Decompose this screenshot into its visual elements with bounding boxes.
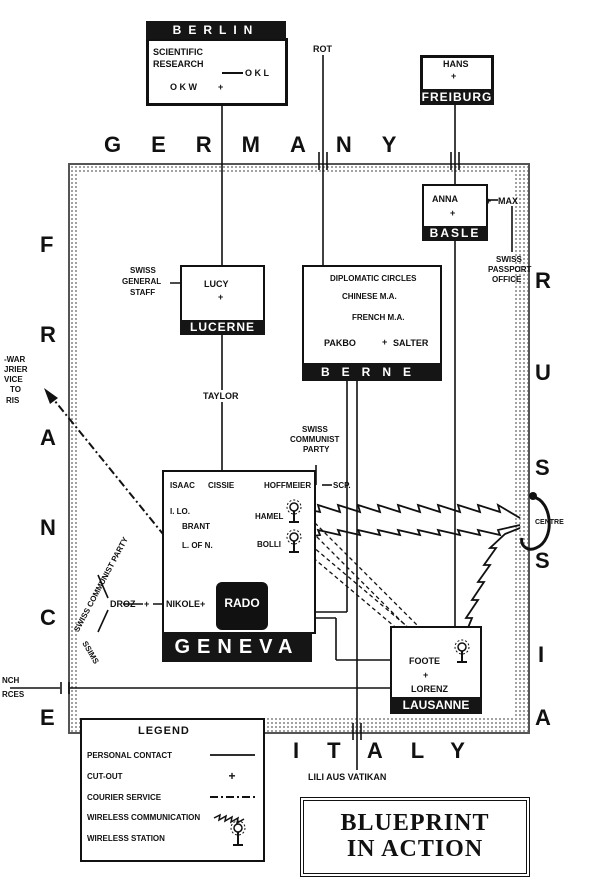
berne-box	[302, 265, 442, 365]
passport-office-3: OFFICE	[492, 275, 522, 284]
scp-label: SCP.	[333, 481, 351, 490]
geneva-banner: GENEVA	[162, 632, 312, 662]
droz-label: DROZ	[110, 599, 136, 609]
chinese-ma-label: CHINESE M.A.	[342, 292, 397, 301]
hans-label: HANS	[443, 59, 469, 69]
country-italy: ITALY	[293, 738, 493, 763]
isaac-label: ISAAC	[170, 481, 195, 490]
nikole-label: NIKOLE	[166, 599, 201, 609]
paris-partial-5: RIS	[6, 396, 20, 405]
french-forces-partial-2: RCES	[2, 690, 25, 699]
lofn-label: L. OF N.	[182, 541, 213, 550]
scientific-research-label-1: SCIENTIFIC	[153, 47, 204, 57]
lucy-label: LUCY	[204, 279, 229, 289]
paris-partial-3: VICE	[4, 375, 23, 384]
berne-banner: BERNE	[302, 363, 442, 381]
rado-label: RADO	[224, 596, 260, 610]
nikole-rado-cross: +	[200, 599, 206, 609]
legend-wireless-station: WIRELESS STATION	[87, 834, 165, 843]
country-france-a: A	[40, 425, 56, 450]
bolli-label: BOLLI	[257, 540, 281, 549]
general-staff-2: GENERAL	[122, 277, 162, 286]
legend-courier-service: COURIER SERVICE	[87, 793, 162, 802]
anna-max-cross: +	[486, 196, 492, 206]
legend-cut-out: CUT-OUT	[87, 772, 123, 781]
communist-party-1: SWISS	[302, 425, 328, 434]
legend-title: LEGEND	[138, 725, 190, 737]
country-russia-s1: S	[535, 455, 550, 480]
legend-box	[80, 718, 265, 862]
caption-box	[300, 797, 530, 877]
ilo-label: I. LO.	[170, 507, 190, 516]
general-staff-1: SWISS	[130, 266, 156, 275]
lucerne-box	[180, 265, 265, 324]
lausanne-banner: LAUSANNE	[390, 697, 482, 714]
passport-office-2: PASSPORT	[488, 265, 532, 274]
paris-partial-4: TO	[10, 385, 21, 394]
country-russia-r: R	[535, 268, 551, 293]
okw-cross: +	[218, 82, 224, 92]
centre-label: CENTRE	[535, 519, 564, 526]
anna-label: ANNA	[432, 194, 458, 204]
communist-party-3: PARTY	[303, 445, 330, 454]
paris-partial-2: JRIER	[4, 365, 28, 374]
country-france-f: F	[40, 232, 54, 257]
taylor-label: TAYLOR	[203, 391, 239, 401]
berlin-banner: BERLIN	[146, 21, 286, 39]
anna-cross: +	[450, 208, 456, 218]
basle-banner: BASLE	[422, 226, 488, 241]
lorenz-label: LORENZ	[411, 684, 448, 694]
lucy-cross: +	[218, 292, 224, 302]
okw-label: O K W	[170, 82, 197, 92]
country-france-e: E	[40, 705, 55, 730]
country-russia-a: A	[535, 705, 551, 730]
passport-office-1: SWISS	[496, 255, 522, 264]
freiburg-box	[420, 55, 494, 95]
droz-nikole-cross: +	[144, 599, 150, 609]
caption-line-1: BLUEPRINT	[340, 810, 490, 836]
paris-partial-1: -WAR	[4, 355, 26, 364]
pakbo-label: PAKBO	[324, 338, 356, 348]
country-russia-u: U	[535, 360, 551, 385]
salter-label: SALTER	[393, 338, 429, 348]
french-ma-label: FRENCH M.A.	[352, 313, 405, 322]
basle-box	[422, 184, 488, 228]
hans-cross: +	[451, 71, 457, 81]
hamel-wireless-station-icon	[284, 498, 304, 529]
legend-personal-contact: PERSONAL CONTACT	[87, 751, 173, 760]
foote-lorenz-cross: +	[423, 670, 429, 680]
freiburg-banner: FREIBURG	[420, 89, 494, 105]
lili-label: LILI AUS VATIKAN	[308, 772, 387, 782]
rado-node	[216, 582, 268, 630]
foote-label: FOOTE	[409, 656, 440, 666]
hamel-label: HAMEL	[255, 512, 284, 521]
lucerne-banner: LUCERNE	[180, 320, 265, 335]
general-staff-3: STAFF	[130, 288, 156, 297]
communist-party-2: COMMUNIST	[290, 435, 340, 444]
foote-wireless-station-icon	[452, 638, 472, 669]
okl-label: O K L	[245, 68, 269, 78]
french-forces-partial-1: NCH	[2, 676, 20, 685]
country-france-n: N	[40, 515, 56, 540]
country-france-r: R	[40, 322, 56, 347]
country-russia-i: I	[538, 642, 545, 667]
berlin-box	[146, 38, 288, 106]
cissie-label: CISSIE	[208, 481, 235, 490]
country-germany: GERMANY	[104, 132, 427, 157]
max-label: MAX	[498, 196, 518, 206]
country-russia-s2: S	[535, 548, 550, 573]
pakbo-salter-cross: +	[382, 337, 388, 347]
legend-wireless-communication: WIRELESS COMMUNICATION	[87, 813, 201, 822]
berlin-connector	[222, 72, 243, 74]
scientific-research-label-2: RESEARCH	[153, 59, 204, 69]
caption-line-2: IN ACTION	[346, 836, 484, 862]
country-france-c: C	[40, 605, 56, 630]
bolli-wireless-station-icon	[284, 528, 304, 559]
diplomatic-circles-label: DIPLOMATIC CIRCLES	[330, 274, 417, 283]
brant-label: BRANT	[182, 522, 210, 531]
hoffmeier-label: HOFFMEIER	[264, 481, 312, 490]
rot-label: ROT	[313, 44, 332, 54]
